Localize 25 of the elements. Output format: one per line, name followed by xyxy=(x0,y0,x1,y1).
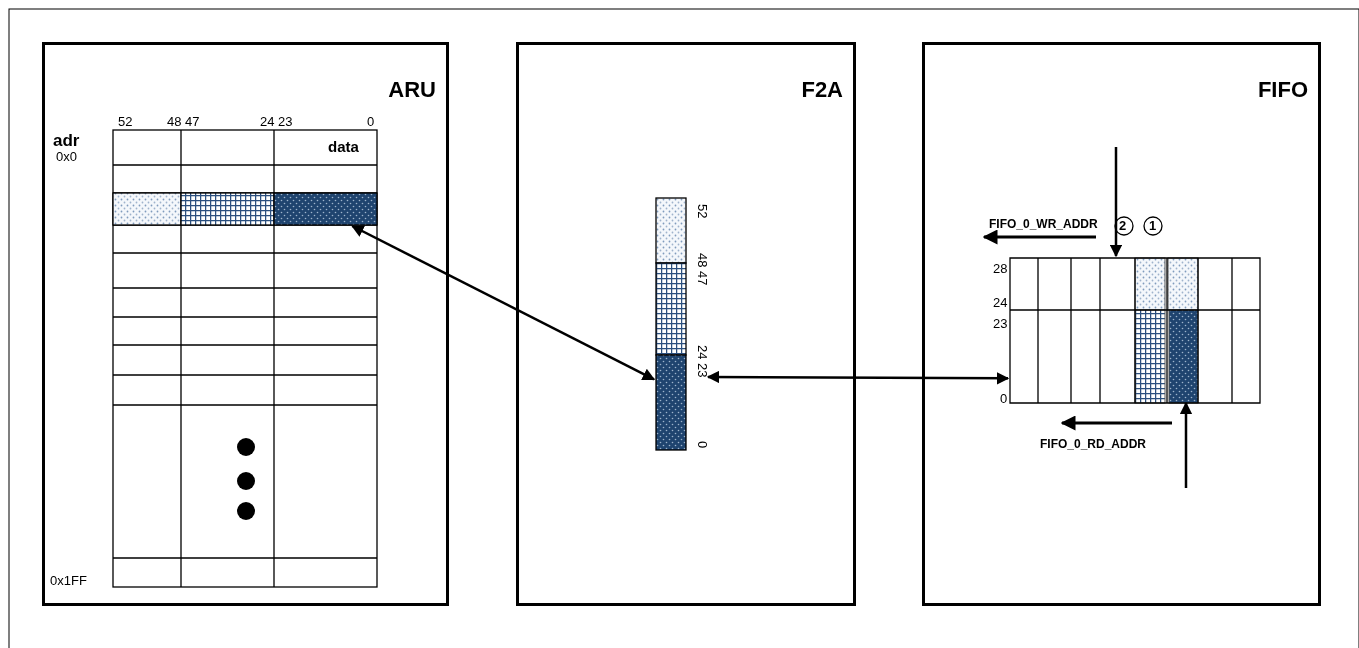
block-title: F2A xyxy=(801,77,843,103)
bit-field-bar xyxy=(656,198,686,450)
arrow xyxy=(706,370,1010,385)
bit-number: 52 xyxy=(696,204,709,219)
arrow xyxy=(1109,147,1123,258)
bit-number: 52 xyxy=(118,115,133,128)
bit-number: 0 xyxy=(696,441,709,449)
bit-number: 24 23 xyxy=(696,345,709,378)
bit-number: 48 47 xyxy=(167,115,200,128)
circled-number: 2 xyxy=(1119,219,1127,232)
bit-number: 0 xyxy=(367,115,375,128)
block-panel xyxy=(516,42,856,606)
highlighted-cell xyxy=(274,193,377,225)
block-panel xyxy=(922,42,1321,606)
block-title: ARU xyxy=(388,77,436,103)
address-label: 0x1FF xyxy=(50,574,87,587)
circled-number: 1 xyxy=(1149,219,1157,232)
fifo-memory-table xyxy=(1010,258,1260,403)
column-heading: adr xyxy=(53,132,80,149)
block-title: FIFO xyxy=(1257,77,1308,103)
arrow xyxy=(351,224,656,381)
address-label: 0x0 xyxy=(56,150,77,163)
block-panel xyxy=(42,42,449,606)
bit-number: 24 23 xyxy=(260,115,293,128)
signal-name: FIFO_0_RD_ADDR xyxy=(1040,438,1147,450)
